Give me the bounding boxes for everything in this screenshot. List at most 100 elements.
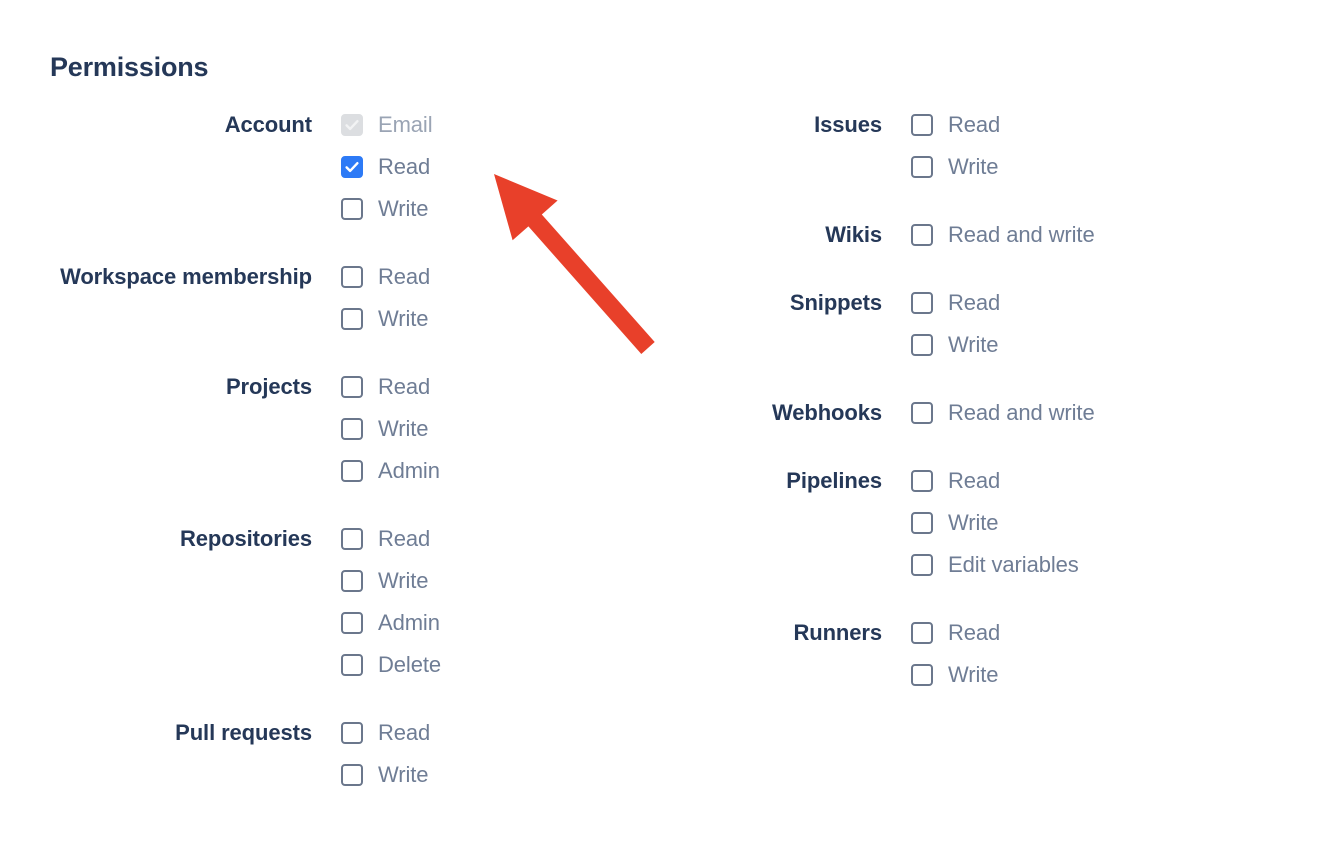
- permission-option-account-write[interactable]: Write: [341, 188, 620, 230]
- checkbox-repositories-write-icon[interactable]: [341, 570, 363, 592]
- permission-option-runners-write[interactable]: Write: [911, 654, 1260, 696]
- permission-option-label: Write: [378, 762, 429, 787]
- permission-option-label: Admin: [378, 458, 440, 483]
- permission-option-label: Read: [378, 264, 431, 289]
- permission-option-label: Write: [948, 510, 999, 535]
- checkbox-account-email-icon: [341, 114, 363, 136]
- permission-option-repositories-write[interactable]: Write: [341, 560, 620, 602]
- checkbox-projects-admin-icon[interactable]: [341, 460, 363, 482]
- permission-option-label: Read: [948, 468, 1001, 493]
- permission-option-label: Write: [378, 306, 429, 331]
- checkbox-issues-write-icon[interactable]: [911, 156, 933, 178]
- permission-option-label: Email: [378, 112, 433, 137]
- permission-option-pull-requests-read[interactable]: Read: [341, 712, 620, 754]
- checkbox-snippets-read-icon[interactable]: [911, 292, 933, 314]
- permission-option-label: Read: [948, 112, 1001, 137]
- checkbox-wikis-read-and-write-icon[interactable]: [911, 224, 933, 246]
- permission-option-label: Admin: [378, 610, 440, 635]
- permission-option-label: Write: [378, 196, 429, 221]
- checkbox-repositories-delete-icon[interactable]: [341, 654, 363, 676]
- permission-option-label: Read and write: [948, 400, 1095, 425]
- permission-option-webhooks-read-and-write[interactable]: Read and write: [911, 392, 1260, 434]
- permission-option-pull-requests-write[interactable]: Write: [341, 754, 620, 796]
- permission-options: Read and write: [911, 214, 1260, 256]
- permission-option-repositories-delete[interactable]: Delete: [341, 644, 620, 686]
- page-title: Permissions: [50, 52, 209, 82]
- checkbox-workspace-membership-write-icon[interactable]: [341, 308, 363, 330]
- checkbox-repositories-admin-icon[interactable]: [341, 612, 363, 634]
- permission-option-label: Write: [378, 416, 429, 441]
- permission-option-label: Delete: [378, 652, 441, 677]
- permission-option-label: Write: [948, 332, 999, 357]
- permission-option-runners-read[interactable]: Read: [911, 612, 1260, 654]
- checkbox-runners-read-icon[interactable]: [911, 622, 933, 644]
- checkbox-projects-write-icon[interactable]: [341, 418, 363, 440]
- checkbox-runners-write-icon[interactable]: [911, 664, 933, 686]
- permission-group-label: Webhooks: [771, 400, 882, 425]
- permission-option-workspace-membership-read[interactable]: Read: [341, 256, 620, 298]
- permission-option-repositories-admin[interactable]: Admin: [341, 602, 620, 644]
- permission-option-pipelines-write[interactable]: Write: [911, 502, 1260, 544]
- permission-option-projects-admin[interactable]: Admin: [341, 450, 620, 492]
- checkbox-workspace-membership-read-icon[interactable]: [341, 266, 363, 288]
- permission-option-label: Read: [378, 374, 431, 399]
- permission-option-label: Read: [378, 154, 431, 179]
- permission-option-label: Read: [378, 526, 431, 551]
- permission-option-pipelines-edit-variables[interactable]: Edit variables: [911, 544, 1260, 586]
- permission-group-label: Pull requests: [175, 720, 312, 745]
- permission-option-projects-write[interactable]: Write: [341, 408, 620, 450]
- permission-group-wikis: Wikis Read and write: [620, 214, 1260, 256]
- permission-group-label: Wikis: [825, 222, 882, 247]
- permission-option-repositories-read[interactable]: Read: [341, 518, 620, 560]
- checkbox-pipelines-edit-variables-icon[interactable]: [911, 554, 933, 576]
- checkbox-account-write-icon[interactable]: [341, 198, 363, 220]
- permission-option-label: Read: [948, 290, 1001, 315]
- checkbox-account-read-icon[interactable]: [341, 156, 363, 178]
- checkbox-issues-read-icon[interactable]: [911, 114, 933, 136]
- permission-option-snippets-write[interactable]: Write: [911, 324, 1260, 366]
- permission-option-issues-read[interactable]: Read: [911, 104, 1260, 146]
- checkbox-pipelines-write-icon[interactable]: [911, 512, 933, 534]
- permission-option-pipelines-read[interactable]: Read: [911, 460, 1260, 502]
- checkbox-repositories-read-icon[interactable]: [341, 528, 363, 550]
- permission-group-label: Projects: [225, 374, 312, 399]
- permission-option-issues-write[interactable]: Write: [911, 146, 1260, 188]
- permission-group-label: Pipelines: [786, 468, 882, 493]
- checkbox-webhooks-read-and-write-icon[interactable]: [911, 402, 933, 424]
- checkbox-projects-read-icon[interactable]: [341, 376, 363, 398]
- permission-option-projects-read[interactable]: Read: [341, 366, 620, 408]
- permission-option-wikis-read-and-write[interactable]: Read and write: [911, 214, 1260, 256]
- checkbox-pull-requests-read-icon[interactable]: [341, 722, 363, 744]
- checkbox-pipelines-read-icon[interactable]: [911, 470, 933, 492]
- permission-option-label: Write: [948, 154, 999, 179]
- permission-group-label: Workspace membership: [60, 264, 312, 289]
- permission-option-label: Read and write: [948, 222, 1095, 247]
- permission-option-workspace-membership-write[interactable]: Write: [341, 298, 620, 340]
- permission-group-label: Repositories: [179, 526, 312, 551]
- permission-option-label: Read: [378, 720, 431, 745]
- checkbox-snippets-write-icon[interactable]: [911, 334, 933, 356]
- permission-options: Read and write: [911, 392, 1260, 434]
- permission-option-snippets-read[interactable]: Read: [911, 282, 1260, 324]
- permission-option-account-read[interactable]: Read: [341, 146, 620, 188]
- checkbox-pull-requests-write-icon[interactable]: [341, 764, 363, 786]
- permission-option-label: Write: [948, 662, 999, 687]
- permission-option-account-email[interactable]: Email: [341, 104, 620, 146]
